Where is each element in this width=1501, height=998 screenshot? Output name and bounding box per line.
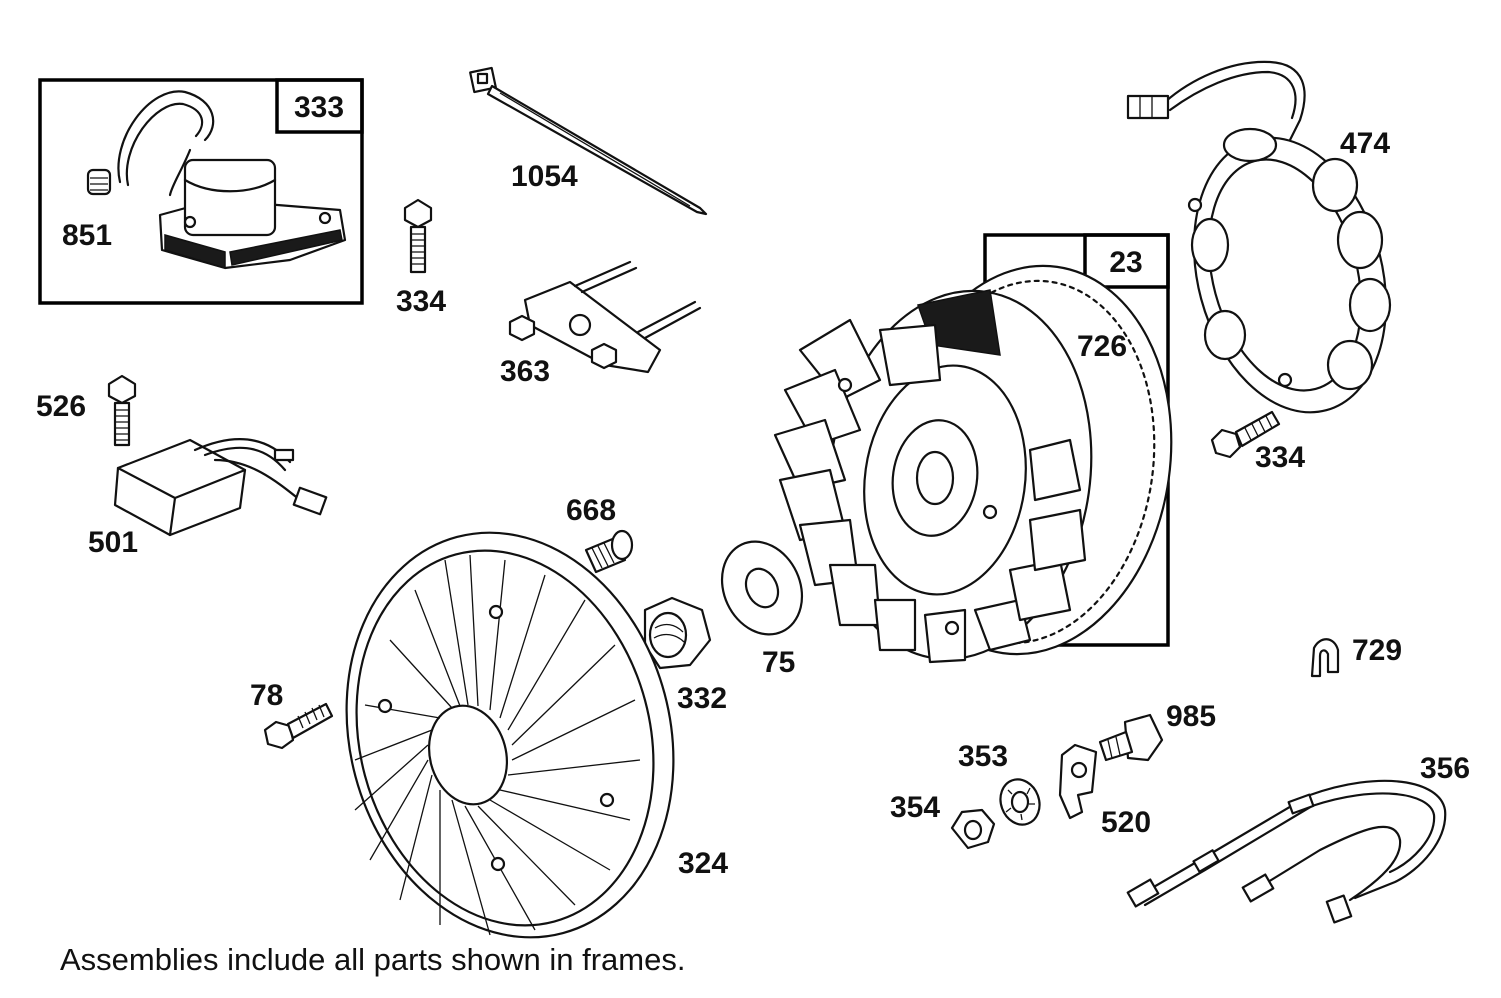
part-label-334-top: 334 (396, 285, 446, 318)
part-label-1054: 1054 (511, 160, 578, 193)
nut-icon (950, 808, 996, 850)
bolt-icon (107, 374, 137, 447)
part-label-334-right: 334 (1255, 441, 1305, 474)
part-label-363: 363 (500, 355, 550, 388)
cable-tie-icon (469, 66, 708, 216)
lock-washer-icon (999, 778, 1041, 826)
ignition-coil-icon (86, 90, 347, 270)
part-label-332: 332 (677, 682, 727, 715)
part-label-668: 668 (566, 494, 616, 527)
nut-icon (643, 596, 712, 670)
wire-harness-icon (1126, 779, 1447, 924)
part-label-23: 23 (1109, 246, 1142, 279)
assembly-frame-23: 23 (983, 233, 1170, 647)
footnote: Assemblies include all parts shown in fr… (60, 942, 685, 977)
part-label-78: 78 (250, 679, 283, 712)
part-label-985: 985 (1166, 700, 1216, 733)
switch-icon (1098, 713, 1164, 762)
part-label-356: 356 (1420, 752, 1470, 785)
rectifier-icon (113, 438, 328, 537)
part-label-729: 729 (1352, 634, 1402, 667)
part-label-851: 851 (62, 219, 112, 252)
flywheel-puller-icon (508, 260, 702, 374)
part-label-526: 526 (36, 390, 86, 423)
bolt-icon (403, 198, 433, 274)
part-label-333: 333 (294, 91, 344, 124)
part-label-75: 75 (762, 646, 795, 679)
bracket-icon (1058, 743, 1098, 820)
part-label-353: 353 (958, 740, 1008, 773)
part-label-520: 520 (1101, 806, 1151, 839)
part-label-324: 324 (678, 847, 728, 880)
clip-icon (1310, 638, 1340, 678)
washer-icon (720, 540, 804, 636)
part-label-501: 501 (88, 526, 138, 559)
alternator-icon (1126, 60, 1392, 414)
fan-screen-icon (345, 531, 675, 939)
part-label-726: 726 (1077, 330, 1127, 363)
part-label-354: 354 (890, 791, 940, 824)
pin-icon (584, 529, 634, 574)
bolt-icon (1210, 410, 1281, 459)
part-label-474: 474 (1340, 127, 1390, 160)
flywheel-icon (773, 264, 1173, 664)
bolt-icon (263, 702, 334, 750)
assembly-frame-333: 333 (38, 78, 364, 305)
